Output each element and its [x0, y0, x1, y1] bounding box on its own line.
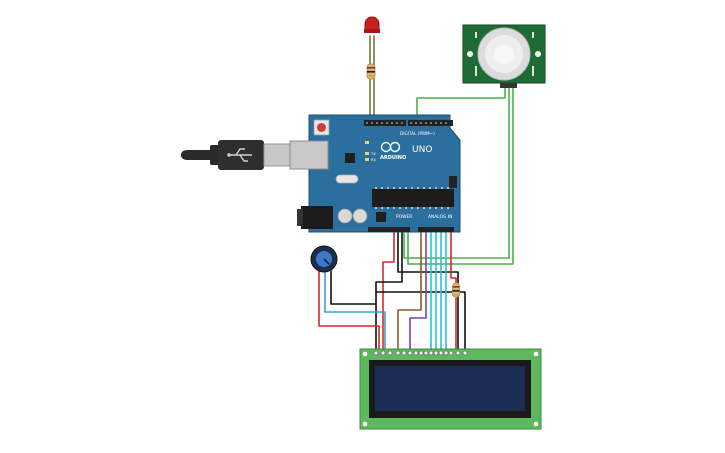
lcd-mount-hole	[362, 351, 368, 357]
voltage-reg	[376, 212, 386, 222]
pir-pin-mark	[475, 32, 477, 38]
analog-label: ANALOG IN	[428, 214, 452, 220]
usb-receptacle	[289, 140, 329, 170]
reset-button-icon[interactable]	[313, 119, 330, 136]
digital-header-a	[364, 120, 406, 126]
usb-symbol	[229, 148, 252, 162]
digital-header-pins	[366, 122, 447, 124]
digital-header-label: DIGITAL (PWM~)	[400, 131, 435, 136]
resistor-band	[452, 290, 460, 292]
pir-dome-center	[494, 44, 514, 64]
resistor-band	[367, 71, 375, 73]
board-model: UNO	[412, 145, 432, 155]
wire-gnd-black-1	[397, 231, 459, 353]
pir-mount-hole-right	[535, 51, 541, 57]
lcd-pin-holes	[373, 350, 468, 356]
lcd-display[interactable]	[359, 348, 542, 430]
lcd-mount-hole	[362, 421, 368, 427]
onboard-led-rx	[365, 158, 369, 161]
wire-gnd-black-3	[375, 291, 466, 353]
atmega-pins	[375, 187, 449, 209]
wire-5v-red	[382, 231, 395, 353]
pir-mount-hole-left	[467, 51, 473, 57]
wire-pir-vcc	[403, 87, 510, 259]
onboard-led-l	[365, 141, 369, 144]
crystal	[335, 174, 359, 184]
pir-pin-mark	[532, 66, 534, 76]
potentiometer[interactable]	[310, 245, 338, 273]
arduino-logo-icon	[380, 141, 401, 153]
usb-cable	[181, 150, 212, 160]
wires	[318, 35, 514, 353]
wire-backlight-red	[450, 231, 457, 291]
resistor-band	[452, 294, 460, 296]
pir-sensor[interactable]	[462, 24, 546, 88]
tx-label: TX	[370, 152, 376, 156]
usb-chip	[345, 153, 355, 163]
resistor-led[interactable]	[366, 63, 376, 80]
resistor-band	[367, 75, 375, 77]
resistor-band	[367, 67, 375, 69]
lcd-screen	[375, 366, 525, 411]
pir-pin-mark	[475, 66, 477, 76]
wire-pot-blue	[324, 269, 386, 353]
power-header	[368, 227, 410, 232]
board-brand: ARDUINO	[380, 155, 406, 161]
wire-gnd-black-2	[375, 231, 403, 353]
pot-indicator	[323, 258, 330, 265]
wire-pir-gnd	[407, 87, 514, 265]
led[interactable]	[364, 16, 380, 33]
led-icon	[364, 16, 380, 31]
wire-pir-signal	[416, 87, 506, 121]
pir-pin-mark	[532, 32, 534, 38]
arduino-uno-board[interactable]: DIGITAL (PWM~) TX RX ARDUINO UNO POWER	[289, 114, 461, 233]
lcd-mount-hole	[533, 351, 539, 357]
usb-plug-icon[interactable]	[181, 140, 291, 170]
pir-header	[500, 83, 517, 88]
lcd-mount-hole	[533, 421, 539, 427]
onboard-led-tx	[365, 152, 369, 155]
led-base	[364, 29, 380, 33]
usb-symbol-dot	[227, 153, 231, 157]
capacitor-1	[337, 208, 353, 224]
usb-metal-connector	[263, 143, 291, 167]
wire-pot-red	[318, 269, 380, 353]
atmega-chip	[372, 189, 454, 207]
resistor-backlight[interactable]	[452, 282, 460, 298]
wire-pot-black	[330, 269, 377, 305]
rx-label: RX	[371, 158, 376, 162]
resistor-band	[452, 286, 460, 288]
usb-strain-relief	[210, 145, 220, 165]
wire-rs-brown	[397, 231, 422, 353]
wire-en-purple	[409, 231, 427, 353]
icsp-header	[449, 176, 457, 188]
power-label: POWER	[396, 214, 412, 220]
capacitor-2	[352, 208, 368, 224]
power-jack-icon	[297, 206, 333, 229]
analog-header	[418, 227, 454, 232]
